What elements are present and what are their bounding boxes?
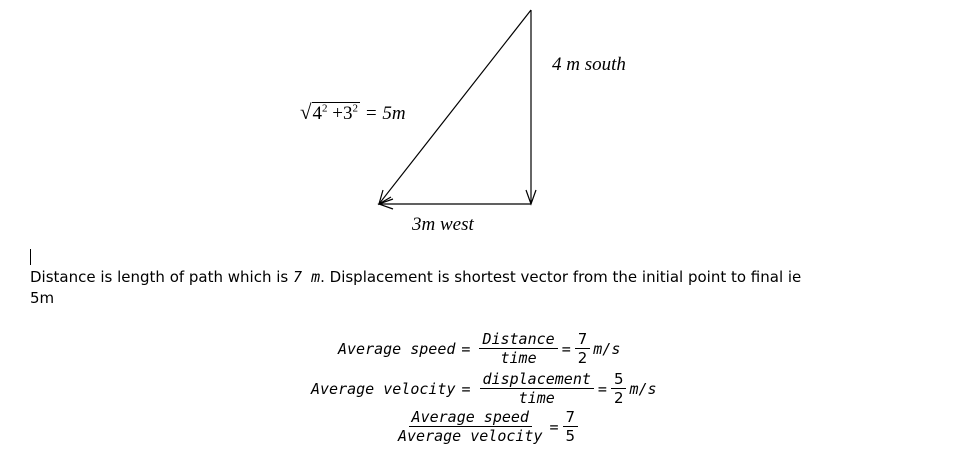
- radicand-a: 4: [312, 103, 323, 124]
- eq3-value-denominator: 5: [565, 427, 576, 445]
- eq2-lhs: Average velocity: [311, 379, 456, 398]
- explanation-line1: Distance is length of path which is: [30, 268, 289, 286]
- eq3-denominator: Average velocity: [398, 427, 543, 445]
- eq2-equals-2: =: [597, 379, 607, 398]
- average-speed-equation: Average speed = Distance time = 7 2 m/s: [338, 330, 620, 367]
- eq1-lhs: Average speed: [338, 339, 456, 358]
- eq2-denominator: time: [518, 389, 555, 407]
- displacement-vector: [378, 9, 532, 205]
- exponent-b: 2: [352, 102, 359, 115]
- plus-sign: +: [332, 103, 343, 124]
- eq2-numerator: displacement: [479, 370, 594, 389]
- south-label: 4 m south: [552, 54, 626, 75]
- eq2-unit: m/s: [629, 379, 657, 398]
- hypotenuse-label: √42 +32 = 5m: [300, 100, 406, 125]
- eq2-value-fraction: 5 2: [610, 370, 627, 407]
- eq2-value-numerator: 5: [610, 370, 627, 389]
- eq1-equals: =: [461, 339, 471, 358]
- eq1-value-fraction: 7 2: [574, 330, 591, 367]
- text-cursor: [30, 249, 31, 265]
- average-velocity-equation: Average velocity = displacement time = 5…: [311, 370, 657, 407]
- eq1-equals-2: =: [561, 339, 571, 358]
- explanation-line2: 5m: [30, 289, 55, 307]
- eq1-numerator: Distance: [479, 330, 558, 349]
- eq1-value-denominator: 2: [577, 349, 588, 367]
- radicand-b: 3: [343, 103, 353, 124]
- eq1-unit: m/s: [593, 339, 621, 358]
- displacement-arrowhead: [378, 189, 392, 206]
- eq3-fraction: Average speed Average velocity: [395, 408, 546, 445]
- exponent-a: 2: [322, 102, 328, 115]
- eq3-value-fraction: 7 5: [562, 408, 579, 445]
- eq2-value-denominator: 2: [613, 389, 624, 407]
- eq1-value-numerator: 7: [574, 330, 591, 349]
- eq2-equals: =: [461, 379, 471, 398]
- eq3-value-numerator: 7: [562, 408, 579, 427]
- path-length: 7 m: [293, 268, 321, 286]
- west-label: 3m west: [412, 214, 474, 235]
- sqrt-expression: √42 +32: [300, 100, 360, 125]
- eq2-fraction: displacement time: [479, 370, 594, 407]
- explanation-paragraph: Distance is length of path which is 7 m.…: [30, 267, 930, 309]
- eq1-fraction: Distance time: [479, 330, 558, 367]
- eq1-denominator: time: [500, 349, 537, 367]
- speed-velocity-ratio-equation: Average speed Average velocity = 7 5: [392, 408, 581, 445]
- eq3-equals: =: [549, 417, 559, 436]
- explanation-line1-rest: . Displacement is shortest vector from t…: [320, 268, 802, 286]
- hypotenuse-result: = 5m: [364, 103, 406, 124]
- sqrt-icon: √: [300, 100, 312, 124]
- eq3-numerator: Average speed: [408, 408, 532, 427]
